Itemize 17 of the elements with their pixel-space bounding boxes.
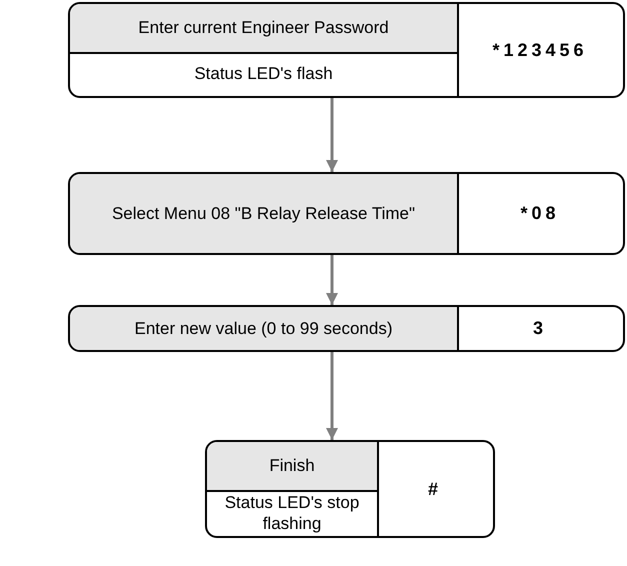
step-heading: Enter new value (0 to 99 seconds) [70,307,457,350]
key-sequence: # [426,478,443,501]
step-box [68,305,625,352]
status-text: Status LED's flash [193,63,334,86]
step-heading: Select Menu 08 "B Relay Release Time" [70,174,457,253]
arrow [326,255,338,305]
key-sequence: 3 [532,317,548,340]
key-sequence: *08 [519,202,561,226]
step-box [68,172,625,255]
step-box [68,2,625,98]
step-heading: Finish [207,442,377,490]
arrow [326,352,338,440]
key-sequence: *123456 [491,38,589,62]
arrow [326,98,338,172]
step-heading: Enter current Engineer Password [70,4,457,52]
status-text: Status LED's stop flashing [224,492,360,535]
step-box [205,440,495,538]
